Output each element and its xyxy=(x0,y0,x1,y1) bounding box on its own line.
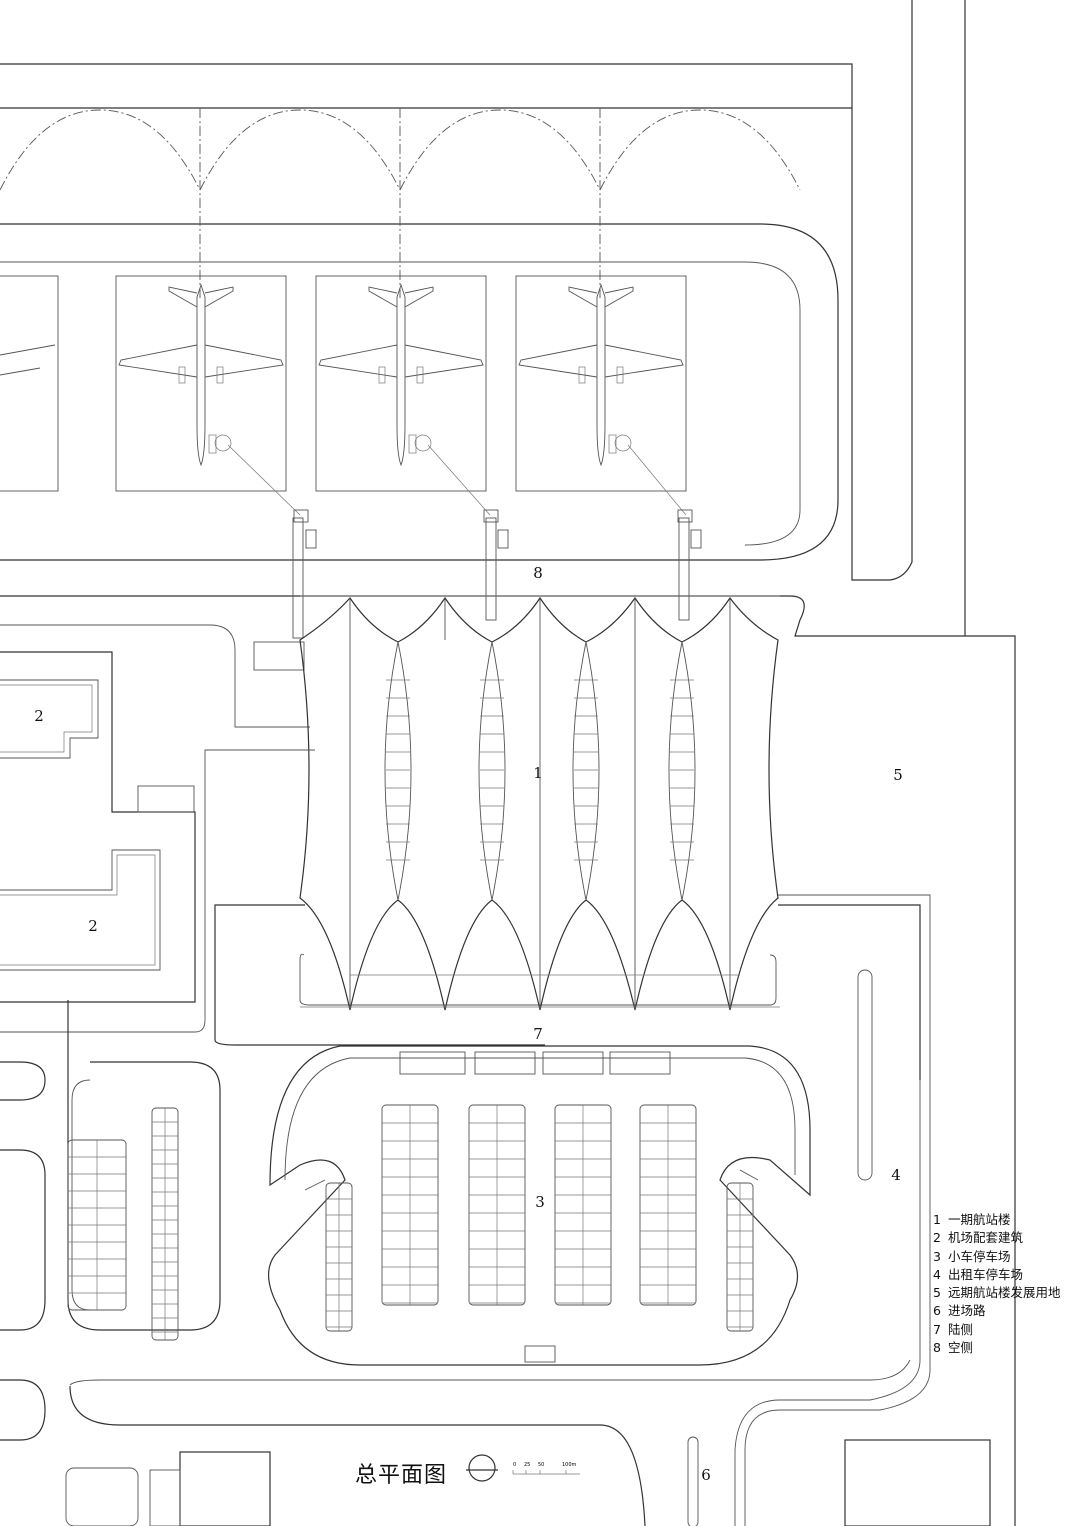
legend-item: 2 机场配套建筑 xyxy=(933,1229,1061,1247)
skylight-outline xyxy=(384,641,412,901)
label-terminal: 1 xyxy=(533,764,543,782)
legend-number: 8 xyxy=(933,1340,941,1356)
legend-item: 6 进场路 xyxy=(933,1302,1061,1320)
site-boundary xyxy=(0,0,1016,1526)
scale-tick-25: 25 xyxy=(524,1462,530,1468)
label-support-north: 2 xyxy=(34,707,44,725)
car-park xyxy=(268,1045,811,1366)
label-car-park: 3 xyxy=(535,1193,545,1211)
legend-item: 7 陆侧 xyxy=(933,1321,1061,1339)
label-airside: 8 xyxy=(533,564,543,582)
legend-number: 1 xyxy=(933,1212,941,1227)
legend-number: 5 xyxy=(933,1285,941,1301)
legend-item: 8 空侧 xyxy=(933,1339,1061,1357)
label-taxi-park: 4 xyxy=(891,1166,901,1184)
legend-number: 2 xyxy=(933,1230,941,1246)
terminal-building xyxy=(299,595,780,1011)
legend-text: 一期航站楼 xyxy=(948,1212,1011,1227)
skylight-outline xyxy=(572,641,600,901)
legend-number: 6 xyxy=(933,1303,941,1319)
label-support-south: 2 xyxy=(88,917,98,935)
legend: 1 一期航站楼 2 机场配套建筑 3 小车停车场 4 出租车停车场 5 远期航站楼发展用地 6 进场路… xyxy=(933,1211,1061,1357)
legend-number: 3 xyxy=(933,1248,941,1264)
legend-item: 3 小车停车场 xyxy=(933,1248,1061,1266)
parking-stalls xyxy=(67,1104,754,1341)
skylight-outline xyxy=(668,641,696,901)
legend-text: 小车停车场 xyxy=(948,1248,1011,1264)
aircraft-stands xyxy=(0,275,687,492)
legend-text: 空侧 xyxy=(948,1340,974,1356)
legend-text: 进场路 xyxy=(948,1303,986,1319)
drawing-title: 总平面图 xyxy=(355,1463,448,1488)
legend-item: 1 一期航站楼 xyxy=(933,1211,1061,1229)
legend-item: 5 远期航站楼发展用地 xyxy=(933,1284,1061,1302)
legend-text: 出租车停车场 xyxy=(948,1266,1024,1282)
north-arrow-icon xyxy=(466,1454,498,1482)
label-landside: 7 xyxy=(533,1025,543,1043)
legend-number: 4 xyxy=(933,1266,941,1282)
legend-text: 陆侧 xyxy=(948,1321,974,1337)
aircraft-turning-arcs xyxy=(0,108,801,300)
legend-text: 远期航站楼发展用地 xyxy=(948,1285,1061,1301)
boarding-bridges xyxy=(227,444,702,671)
scale-tick-50: 50 xyxy=(538,1462,544,1468)
aircraft xyxy=(0,284,684,466)
support-buildings xyxy=(0,651,315,1033)
legend-text: 机场配套建筑 xyxy=(948,1230,1024,1246)
scale-bar: 0 25 50 100m xyxy=(512,1462,580,1475)
label-future-site: 5 xyxy=(893,766,903,784)
legend-item: 4 出租车停车场 xyxy=(933,1266,1061,1284)
terminal-skylights xyxy=(384,641,696,901)
scale-tick-0: 0 xyxy=(513,1462,516,1468)
label-access-road: 6 xyxy=(701,1466,711,1484)
skylight-outline xyxy=(478,641,506,901)
scale-tick-100: 100m xyxy=(562,1462,577,1468)
landside-roads xyxy=(0,894,991,1526)
legend-number: 7 xyxy=(933,1321,941,1337)
